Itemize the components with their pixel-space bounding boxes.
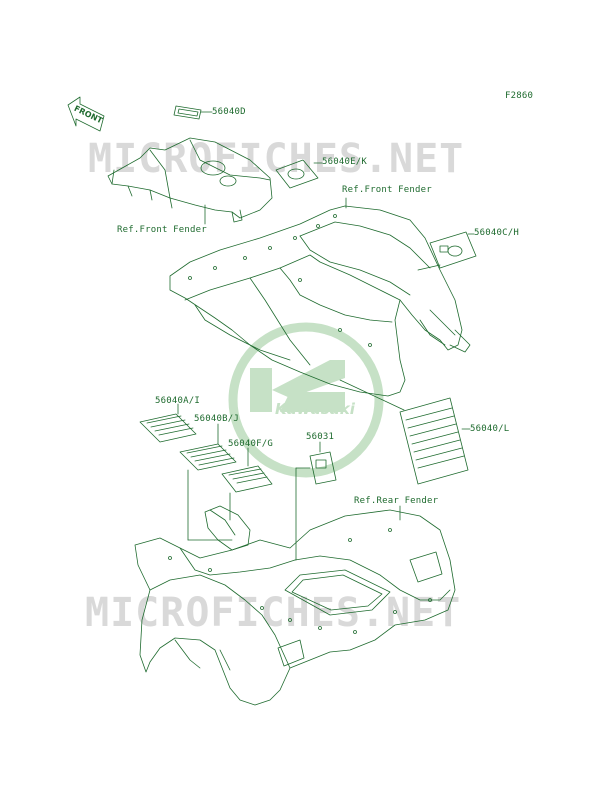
part-label-56040bj: 56040B/J	[194, 414, 239, 424]
watermark-bottom: MICROFICHES.NET	[85, 590, 462, 636]
decal-56031	[309, 451, 337, 485]
decal-56040l	[399, 397, 469, 485]
part-label-56040ek: 56040E/K	[322, 157, 367, 167]
figure-code: F2860	[505, 91, 534, 101]
watermark-top: MICROFICHES.NET	[88, 136, 465, 182]
decal-56040ch	[429, 231, 477, 269]
front-arrow-icon	[67, 96, 105, 132]
ref-label-front-fender-right: Ref.Front Fender	[342, 185, 432, 195]
front-fender-small	[107, 137, 273, 223]
decal-56040ai	[139, 413, 197, 443]
ref-label-front-fender-left: Ref.Front Fender	[117, 225, 207, 235]
decal-56040bj	[179, 443, 237, 471]
front-fender-main	[169, 205, 471, 397]
part-label-56040fg: 56040F/G	[228, 439, 273, 449]
part-label-56040ch: 56040C/H	[474, 228, 519, 238]
kawasaki-logo-text: Kawasaki	[275, 400, 355, 418]
part-label-56031: 56031	[306, 432, 335, 442]
part-label-56040d: 56040D	[212, 107, 246, 117]
kawasaki-logo	[228, 322, 384, 478]
part-label-56040l: 56040/L	[470, 424, 510, 434]
rear-fender	[134, 505, 456, 706]
decal-56040fg	[221, 465, 273, 493]
decal-56040ek	[275, 159, 319, 189]
part-label-56040ai: 56040A/I	[155, 396, 200, 406]
ref-label-rear-fender: Ref.Rear Fender	[354, 496, 439, 506]
decal-56040d	[173, 105, 202, 120]
